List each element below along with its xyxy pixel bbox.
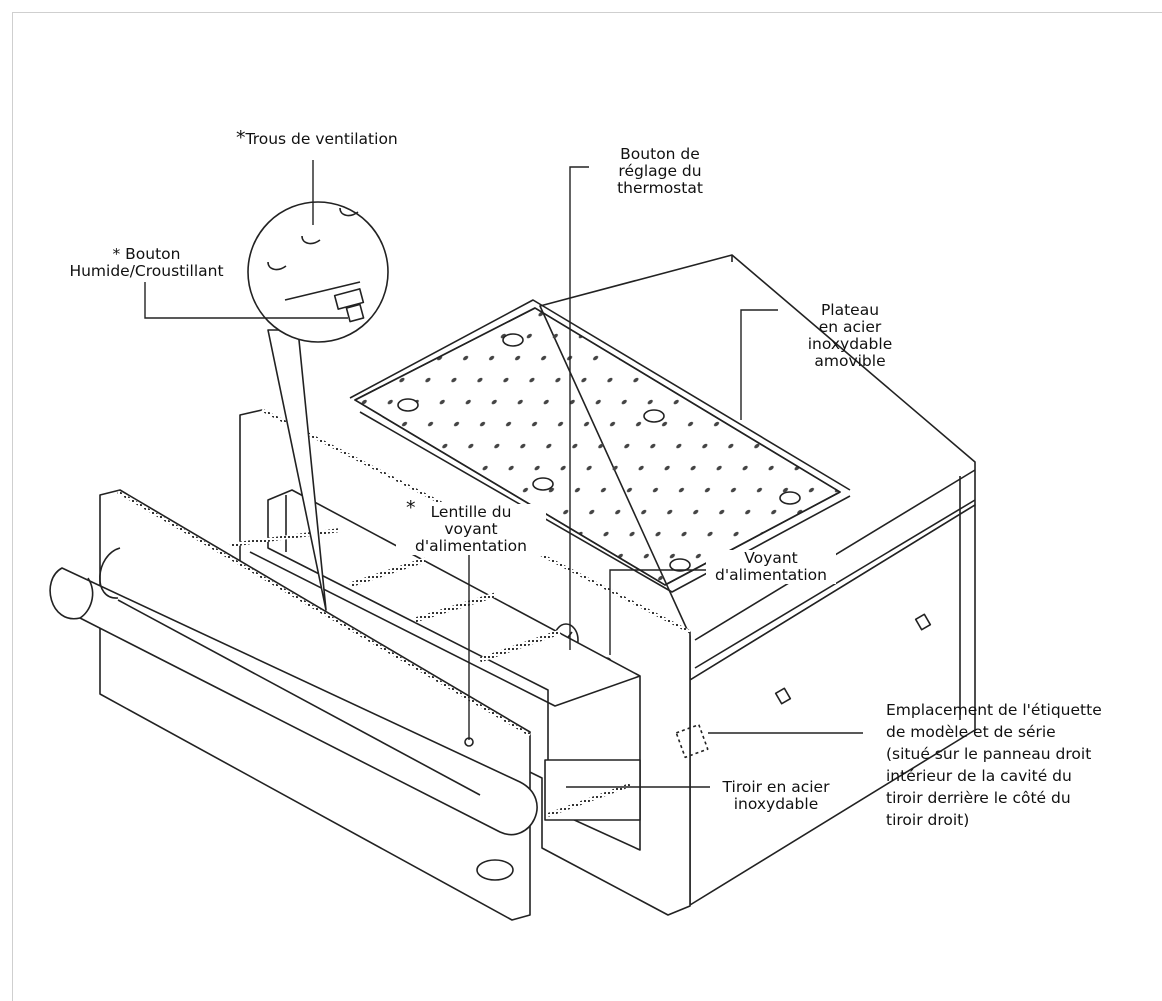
thermostat-line3: thermostat bbox=[617, 179, 703, 197]
model-label-line2: de modèle et de série bbox=[886, 723, 1056, 741]
model-label-line3: (situé sur le panneau droit bbox=[886, 745, 1092, 763]
removable-tray bbox=[349, 299, 851, 593]
asterisk: * bbox=[236, 127, 246, 149]
model-label-line1: Emplacement de l'étiquette bbox=[886, 701, 1102, 719]
drawer-interior bbox=[229, 489, 709, 851]
moist-crisp-line1: * Bouton bbox=[112, 245, 181, 263]
label-model-serial-location: Emplacement de l'étiquette de modèle et … bbox=[886, 699, 1102, 831]
tray-line2: en acier bbox=[818, 318, 882, 336]
drawer-line2: inoxydable bbox=[733, 795, 819, 813]
drawer-front bbox=[49, 489, 538, 921]
callout-leaders bbox=[144, 160, 863, 788]
model-label-line6: tiroir droit) bbox=[886, 811, 970, 829]
label-moist-crisp-button: * Bouton Humide/Croustillant bbox=[59, 246, 234, 280]
model-label-line4: intérieur de la cavité du bbox=[886, 767, 1072, 785]
thermostat-line1: Bouton de bbox=[620, 145, 700, 163]
tray-line4: amovible bbox=[814, 352, 886, 370]
label-vent-holes: *Trous de ventilation bbox=[236, 127, 398, 149]
label-removable-tray: Plateau en acier inoxydable amovible bbox=[770, 302, 930, 370]
detail-magnifier bbox=[247, 201, 389, 611]
drawer-line1: Tiroir en acier bbox=[722, 778, 830, 796]
label-power-light-lens: Lentille du voyant d'alimentation bbox=[396, 504, 546, 555]
thermostat-line2: réglage du bbox=[618, 162, 702, 180]
label-stainless-drawer: Tiroir en acier inoxydable bbox=[706, 779, 846, 813]
tray-line1: Plateau bbox=[820, 301, 880, 319]
lens-asterisk: * bbox=[406, 497, 416, 519]
power-light-line2: d'alimentation bbox=[715, 566, 827, 584]
diagram-frame bbox=[12, 12, 1162, 1001]
power-light-line1: Voyant bbox=[744, 549, 798, 567]
label-power-light: Voyant d'alimentation bbox=[706, 550, 836, 584]
lens-line2: voyant bbox=[444, 520, 498, 538]
model-label-line5: tiroir derrière le côté du bbox=[886, 789, 1071, 807]
vent-holes-text: Trous de ventilation bbox=[245, 130, 398, 148]
moist-crisp-line2: Humide/Croustillant bbox=[69, 262, 224, 280]
tray-line3: inoxydable bbox=[807, 335, 893, 353]
lens-line3: d'alimentation bbox=[415, 537, 527, 555]
label-thermostat-knob: Bouton de réglage du thermostat bbox=[590, 146, 730, 197]
lens-line1: Lentille du bbox=[430, 503, 512, 521]
